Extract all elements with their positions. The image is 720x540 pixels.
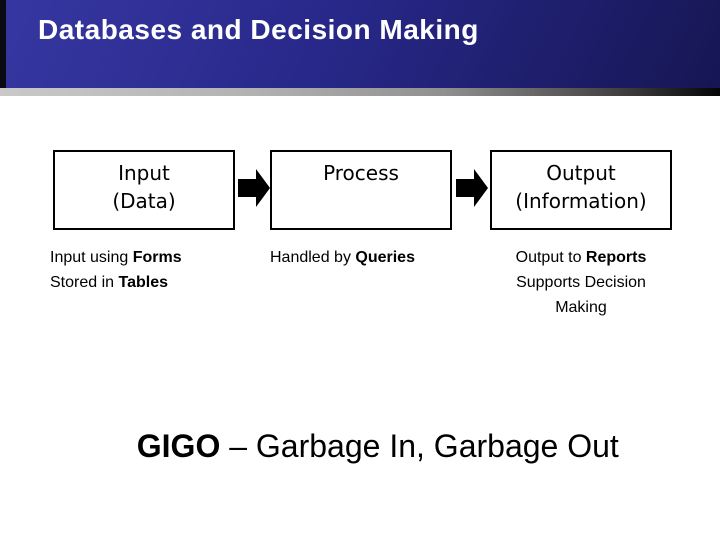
caption-input-line1-text: Input using bbox=[50, 249, 133, 266]
caption-input: Input using Forms Stored in Tables bbox=[50, 245, 250, 295]
caption-output-line2: Supports Decision Making bbox=[516, 274, 646, 316]
gigo-statement: GIGO – Garbage In, Garbage Out bbox=[0, 389, 720, 503]
caption-input-line1-bold: Forms bbox=[132, 249, 182, 266]
flow-box-process-line1: Process bbox=[323, 161, 399, 185]
caption-process-line1: Handled by Queries bbox=[270, 245, 460, 270]
flow-box-input-line2: (Data) bbox=[112, 189, 176, 213]
caption-output: Output to Reports Supports Decision Maki… bbox=[490, 245, 672, 320]
flow-box-input-line1: Input bbox=[118, 161, 170, 185]
caption-output-line1-bold: Reports bbox=[585, 249, 647, 266]
right-block-arrow-icon bbox=[456, 169, 488, 207]
header-accent-strip bbox=[0, 88, 720, 96]
header-left-edge bbox=[0, 0, 6, 88]
flow-box-output-line2: (Information) bbox=[515, 189, 647, 213]
right-block-arrow-icon bbox=[238, 169, 270, 207]
gigo-rest: – Garbage In, Garbage Out bbox=[220, 428, 619, 464]
caption-process-line1-bold: Queries bbox=[355, 249, 415, 266]
caption-input-line2-text: Stored in bbox=[50, 274, 119, 291]
header-band: Databases and Decision Making bbox=[0, 0, 720, 88]
flow-box-input: Input (Data) bbox=[53, 150, 235, 230]
slide-title: Databases and Decision Making bbox=[38, 14, 479, 45]
gigo-acronym: GIGO bbox=[136, 428, 221, 464]
flow-box-output-line1: Output bbox=[546, 161, 616, 185]
caption-input-line2-bold: Tables bbox=[118, 274, 168, 291]
caption-input-line1: Input using Forms bbox=[50, 245, 250, 270]
caption-output-line1: Output to Reports bbox=[490, 245, 672, 270]
flow-box-output: Output (Information) bbox=[490, 150, 672, 230]
flow-box-process: Process bbox=[270, 150, 452, 230]
caption-output-line1-text: Output to bbox=[515, 249, 586, 266]
caption-process: Handled by Queries bbox=[270, 245, 460, 270]
caption-process-line1-text: Handled by bbox=[270, 249, 356, 266]
caption-input-line2: Stored in Tables bbox=[50, 270, 250, 295]
